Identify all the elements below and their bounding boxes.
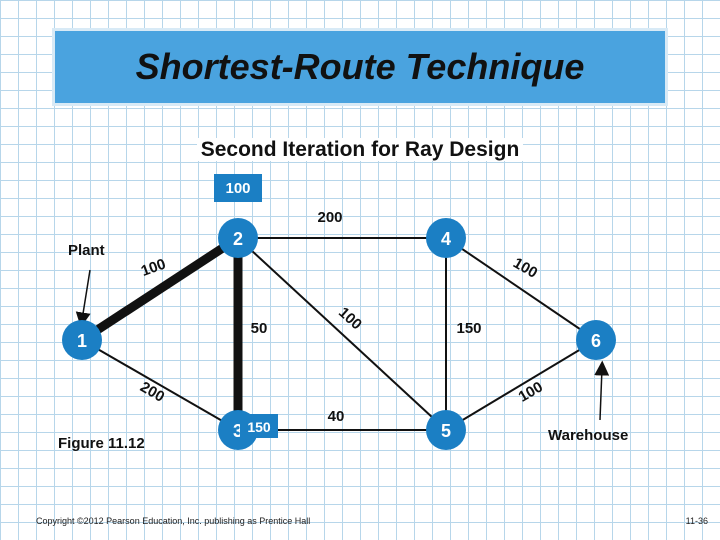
edge-label-4-6: 100 xyxy=(510,254,540,281)
subtitle-text: Second Iteration for Ray Design xyxy=(196,138,524,161)
node-4-label: 4 xyxy=(441,229,451,249)
copyright-notice: Copyright ©2012 Pearson Education, Inc. … xyxy=(36,516,311,526)
edge-5-6 xyxy=(445,339,597,431)
legend-box: 100 xyxy=(214,174,262,202)
edge-label-1-2: 100 xyxy=(139,256,168,281)
node-1: 1 xyxy=(62,320,102,360)
edge-label-2-3: 50 xyxy=(251,320,268,337)
edge-label-1-3: 200 xyxy=(137,378,167,405)
node-5: 5 xyxy=(426,410,466,450)
node-6-label: 6 xyxy=(591,331,601,351)
edge-label-2-4: 200 xyxy=(317,209,342,226)
edge-label-5-6: 100 xyxy=(516,378,546,405)
edge-label-4-5: 150 xyxy=(456,320,481,337)
node3-distance-label: 150 xyxy=(247,419,271,435)
subtitle: Second Iteration for Ray Design xyxy=(0,138,720,162)
node-4: 4 xyxy=(426,218,466,258)
page-title: Shortest-Route Technique xyxy=(135,46,585,87)
edge-1-2 xyxy=(79,234,241,344)
page-number: 11-36 xyxy=(685,516,708,526)
node-6: 6 xyxy=(576,320,616,360)
node-2: 2 xyxy=(218,218,258,258)
edge-2-5 xyxy=(237,237,447,431)
node-1-label: 1 xyxy=(77,331,87,351)
warehouse-label: Warehouse xyxy=(548,427,628,444)
plant-label: Plant xyxy=(68,242,105,259)
edge-4-6 xyxy=(445,237,597,341)
warehouse-arrow xyxy=(594,360,610,421)
node-3-label: 3 xyxy=(233,421,243,441)
node-5-label: 5 xyxy=(441,421,451,441)
edge-label-2-5: 100 xyxy=(335,304,365,333)
node3-distance-box xyxy=(240,414,278,438)
title-banner: Shortest-Route Technique xyxy=(52,28,668,106)
plant-arrow xyxy=(75,269,91,328)
node-2-label: 2 xyxy=(233,229,243,249)
edge-label-3-5: 40 xyxy=(328,408,345,425)
figure-label: Figure 11.12 xyxy=(58,435,145,452)
edge-1-3 xyxy=(81,339,239,431)
